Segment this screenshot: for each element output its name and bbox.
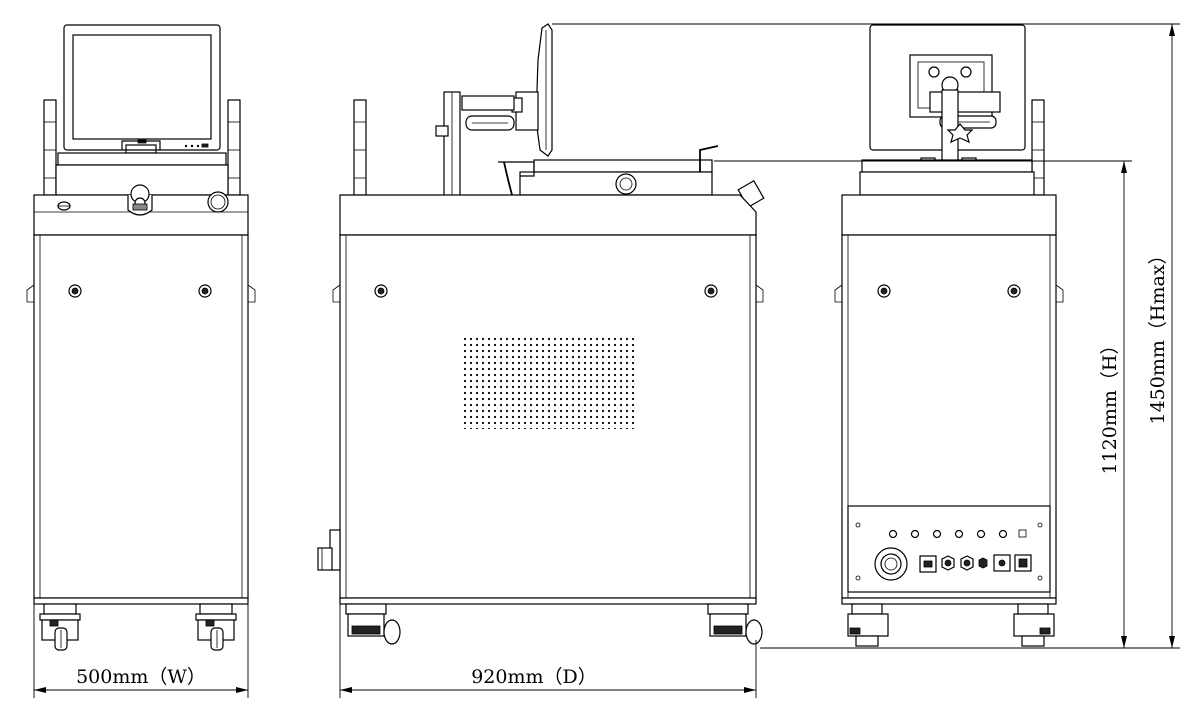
rear-caster-left — [847, 603, 889, 647]
front-handles — [43, 99, 241, 196]
depth-label: 920mm（D） — [471, 666, 597, 688]
rear-monitor — [869, 24, 1026, 197]
max-height-label: 1450mm（Hmax） — [1147, 245, 1169, 424]
front-view: 500mm（W） — [26, 24, 256, 698]
rear-connector-panel — [847, 505, 1051, 593]
side-caster-right — [707, 603, 763, 645]
max-height-dimension: 1450mm（Hmax） — [552, 23, 1180, 648]
front-caster-right — [195, 603, 237, 651]
width-dimension: 500mm（W） — [33, 604, 249, 698]
rear-caster-right — [1013, 603, 1055, 647]
height-label: 1120mm（H） — [1099, 336, 1121, 475]
side-monitor — [435, 23, 553, 197]
vent-grille — [460, 335, 636, 429]
depth-dimension: 920mm（D） — [339, 604, 757, 698]
side-caster-left — [345, 603, 401, 645]
side-view: 920mm（D） — [317, 23, 765, 698]
front-caster-left — [39, 603, 81, 651]
rear-view — [834, 24, 1064, 647]
estop-button — [127, 184, 153, 216]
front-monitor — [63, 24, 221, 154]
height-dimension: 1120mm（H） — [714, 160, 1180, 649]
width-label: 500mm（W） — [76, 666, 206, 688]
